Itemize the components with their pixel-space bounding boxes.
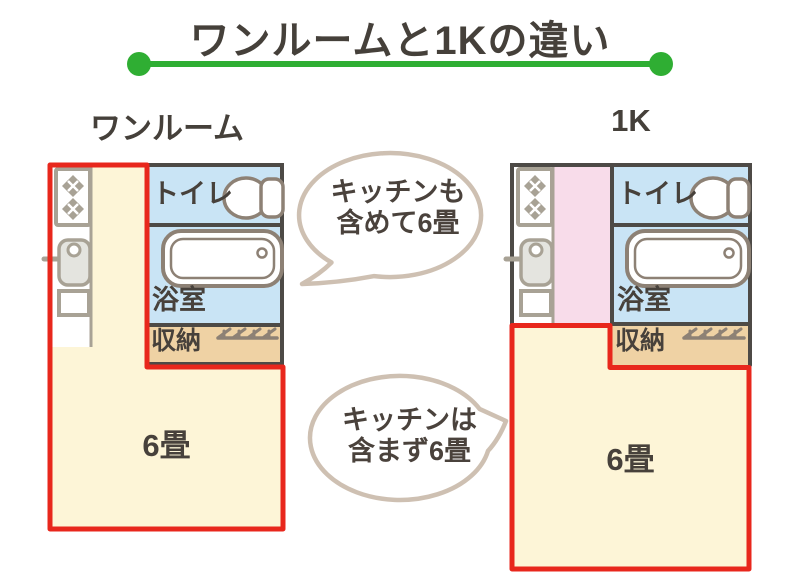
main-room-fill (50, 367, 283, 529)
toilet-label: トイレ (152, 179, 233, 209)
storage-label: 収納 (615, 327, 666, 355)
underline-dot-right (649, 52, 673, 76)
storage-room-fill (147, 325, 284, 366)
storage-label: 収納 (151, 327, 202, 355)
hanger-rail-icon (216, 327, 279, 340)
counter-square-icon (57, 289, 91, 317)
floorplan-one-room: トイレ 浴室 収納 6畳 (41, 161, 288, 533)
bubble-bottom-line1: キッチンは (342, 405, 477, 435)
hanger-rail-icon (682, 327, 746, 340)
bubble-bottom-text: キッチンは 含まず6畳 (307, 405, 512, 467)
floorplan-one-k-drawing (503, 163, 752, 572)
bubble-top-line2: 含めて6畳 (336, 208, 460, 238)
six-tatami-outline-with-kitchen (47, 162, 286, 532)
page-title: ワンルームと1Kの違い (189, 19, 611, 63)
underline-dot-left (127, 52, 151, 76)
counter-square-icon (519, 289, 553, 317)
toilet-icon (222, 176, 285, 220)
speech-bubble-bottom-shape (307, 373, 509, 503)
bubble-top-line1: キッチンも (330, 177, 466, 207)
stove-icon (516, 167, 554, 227)
speech-bubble-bottom: キッチンは 含まず6畳 (307, 373, 512, 513)
six-tatami-label: 6畳 (606, 442, 655, 477)
speech-bubble-top-shape (296, 150, 484, 287)
title-underline (139, 61, 661, 67)
six-tatami-label: 6畳 (142, 428, 191, 463)
toilet-label: トイレ (617, 179, 698, 209)
bathtub-icon (161, 229, 284, 288)
storage-room-fill (610, 324, 750, 366)
speech-bubble-top: キッチンも 含めて6畳 (293, 147, 503, 292)
bath-label: 浴室 (617, 285, 671, 315)
sink-icon (503, 238, 554, 287)
toilet-icon (689, 176, 751, 220)
floorplan-one-k: トイレ 浴室 収納 6畳 (503, 161, 754, 573)
bubble-top-text: キッチンも 含めて6畳 (293, 177, 503, 239)
bath-label: 浴室 (152, 285, 206, 315)
six-tatami-outline-without-kitchen (509, 323, 752, 572)
one-k-heading: 1K (611, 103, 651, 138)
main-room-fill (512, 327, 749, 569)
floorplan-one-room-drawing (41, 162, 286, 532)
bubble-bottom-line2: 含まず6畳 (347, 436, 472, 466)
stove-icon (54, 167, 92, 227)
bathtub-icon (625, 229, 751, 288)
one-room-heading: ワンルーム (89, 111, 245, 146)
